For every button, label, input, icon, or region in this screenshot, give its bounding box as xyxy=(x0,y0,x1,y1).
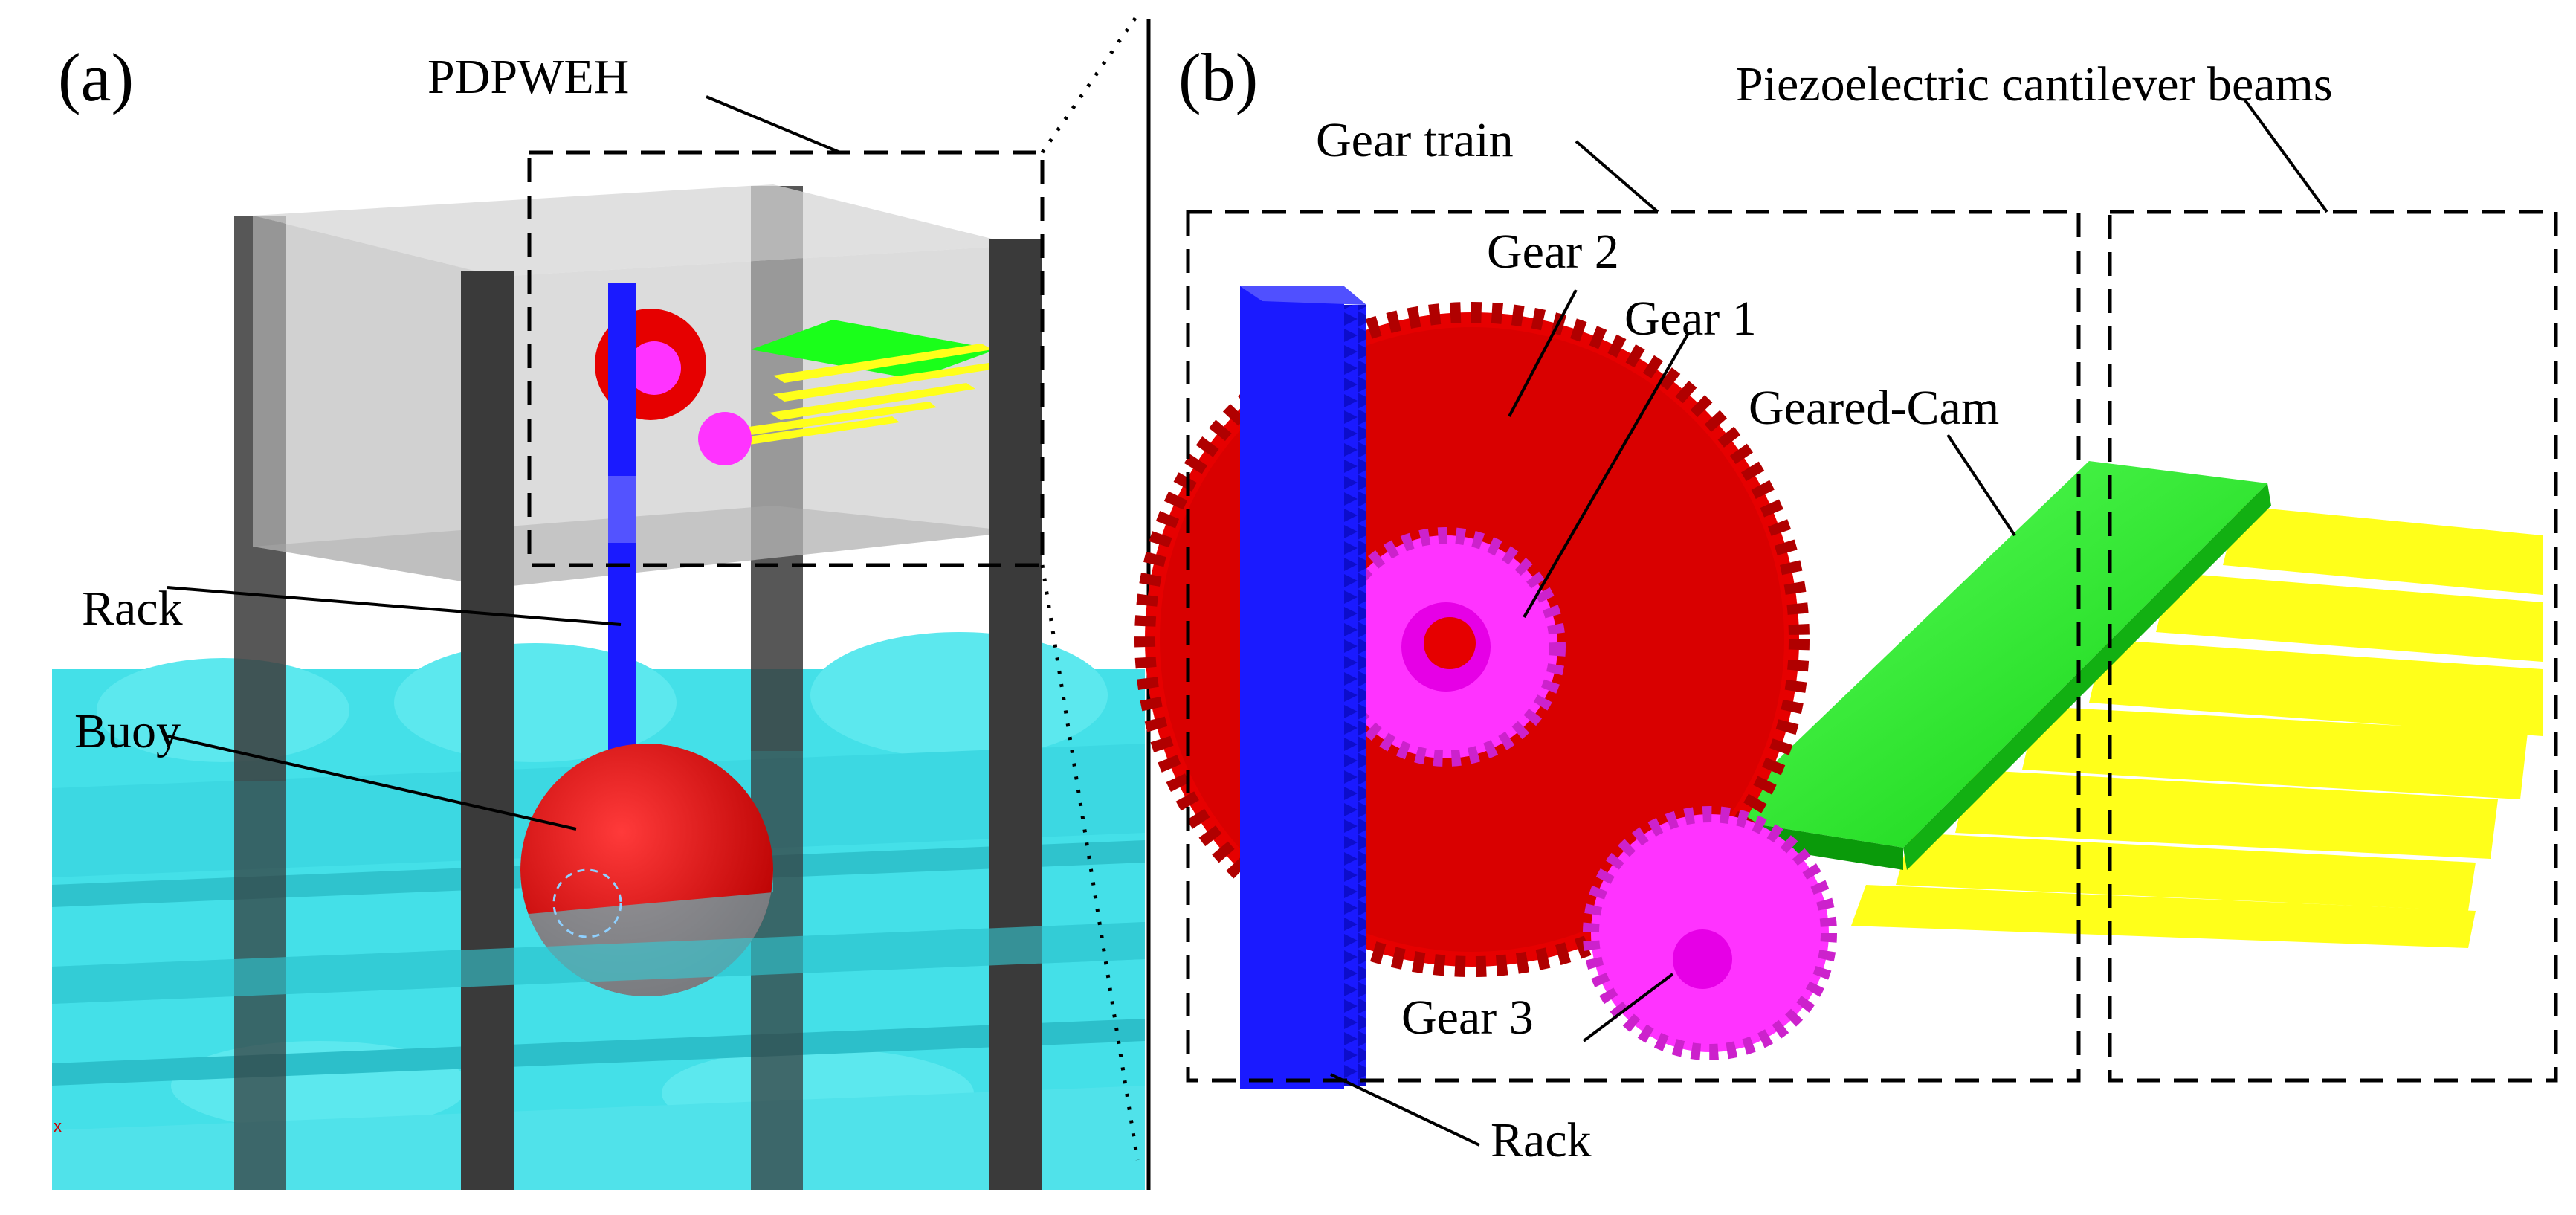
label-buoy: Buoy xyxy=(74,704,181,758)
label-gear3: Gear 3 xyxy=(1401,990,1534,1045)
piezo-dashed-box xyxy=(2108,210,2558,1083)
leader-piezo xyxy=(2244,99,2328,213)
rack-b xyxy=(1240,286,1366,1089)
frame-leg-front-right xyxy=(989,239,1042,1190)
frame-leg-front-left xyxy=(461,271,514,1190)
gear-train-dashed-box xyxy=(1186,210,2081,1083)
leader-pdpweh xyxy=(706,95,841,154)
panel-b-scene: (b) Gear train Piezoelectric cantilever … xyxy=(1134,39,2558,1167)
leader-rack-b xyxy=(1330,1073,1480,1147)
label-pdpweh: PDPWEH xyxy=(427,50,629,104)
label-geared-cam: Geared-Cam xyxy=(1749,381,1999,435)
gear-3 xyxy=(1583,806,1837,1060)
leader-gear2 xyxy=(1508,289,1578,417)
mini-gear-1 xyxy=(627,341,681,395)
leader-rack-a xyxy=(167,586,622,626)
axis-marker-x: x xyxy=(54,1117,62,1135)
leader-buoy xyxy=(167,735,577,831)
leader-geared-cam xyxy=(1946,434,2016,537)
gear-1 xyxy=(1326,527,1566,767)
leader-gear3 xyxy=(1582,973,1674,1042)
label-piezo: Piezoelectric cantilever beams xyxy=(1736,57,2333,112)
leader-gear-train xyxy=(1575,140,1659,213)
label-gear1: Gear 1 xyxy=(1624,291,1757,346)
piezo-beams xyxy=(1851,506,2543,948)
mini-mechanism xyxy=(595,283,996,758)
panel-b-label: (b) xyxy=(1178,39,1258,115)
label-gear2: Gear 2 xyxy=(1487,225,1619,279)
label-rack-b: Rack xyxy=(1491,1113,1592,1167)
panel-a-label: (a) xyxy=(58,39,134,115)
pdpweh-dashed-box xyxy=(527,150,1045,567)
zoom-line-top xyxy=(1040,13,1140,154)
label-rack-a: Rack xyxy=(82,581,183,636)
panel-a-scene: (a) PDPWEH Rack Buoy x xyxy=(52,13,1145,1190)
mini-gear-3 xyxy=(698,412,752,465)
leader-gear1 xyxy=(1523,333,1689,619)
label-gear-train: Gear train xyxy=(1316,113,1514,167)
